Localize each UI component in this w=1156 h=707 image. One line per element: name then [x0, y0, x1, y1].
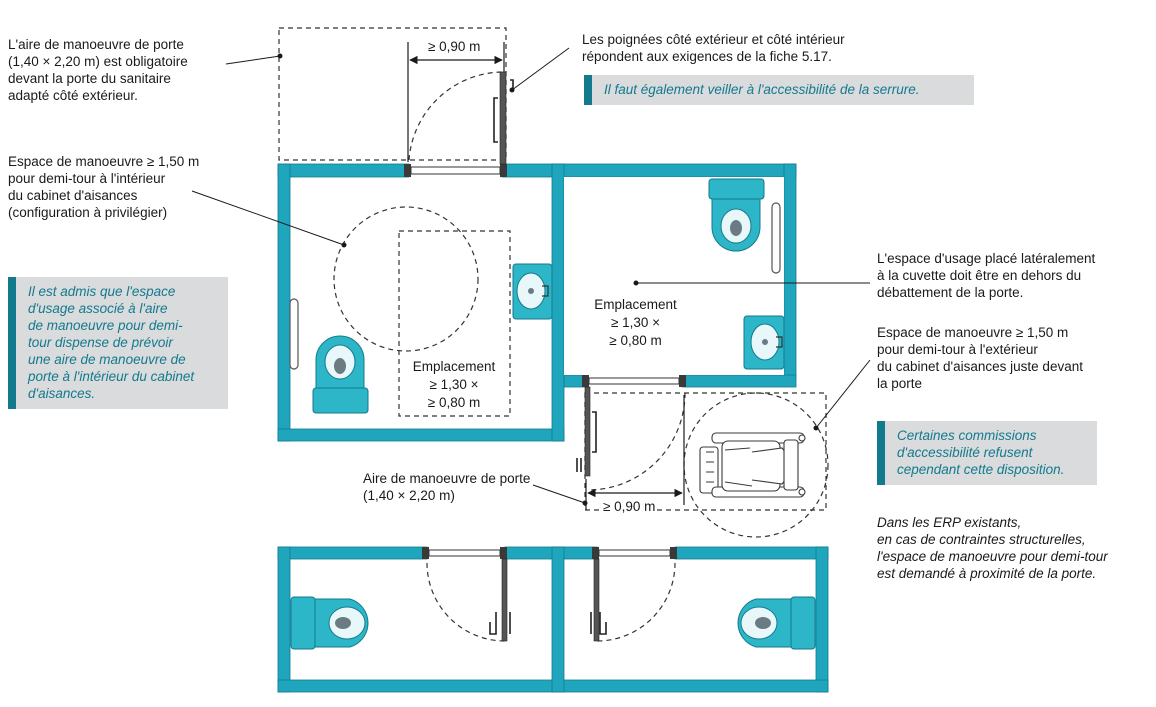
dimension-mid: ≥ 0,90 m [601, 498, 658, 515]
dimension-top: ≥ 0,90 m [426, 38, 483, 55]
wheelchair-user-icon [699, 432, 806, 498]
emplacement-left: Emplacement ≥ 1,30 × ≥ 0,80 m [412, 359, 496, 410]
washbasin-icon [512, 263, 785, 370]
note-usage-space: Il est admis que l'espace d'usage associ… [8, 277, 228, 409]
label-handles: Les poignées côté extérieur et côté inté… [582, 32, 845, 64]
dimension-lines [407, 42, 685, 510]
label-door-area-outside: L'aire de manoeuvre de porte (1,40 × 2,2… [8, 37, 188, 103]
label-turn-inside: Espace de manoeuvre ≥ 1,50 m pour demi-t… [8, 154, 200, 220]
label-usage-lateral: L'espace d'usage placé latéralement à la… [877, 251, 1096, 300]
door-leaves [499, 71, 600, 642]
label-door-area-bottom: Aire de manoeuvre de porte (1,40 × 2,20 … [363, 471, 531, 503]
emplacement-right: Emplacement ≥ 1,30 × ≥ 0,80 m [594, 297, 677, 348]
note-commissions: Certaines commissions d'accessibilité re… [877, 421, 1097, 485]
note-lock-accessibility: Il faut également veiller à l'accessibil… [584, 75, 974, 105]
toilet-icon [290, 178, 816, 650]
walls [277, 163, 829, 693]
label-erp-existing: Dans les ERP existants, en cas de contra… [877, 515, 1108, 581]
leader-lines [191, 47, 871, 506]
door-handle-icon [489, 79, 607, 635]
label-turn-outside: Espace de manoeuvre ≥ 1,50 m pour demi-t… [877, 325, 1083, 391]
grab-bar-icon [289, 202, 781, 370]
turning-circle-inside [333, 206, 479, 352]
door-swings [408, 71, 686, 642]
usage-space-left [398, 230, 511, 417]
